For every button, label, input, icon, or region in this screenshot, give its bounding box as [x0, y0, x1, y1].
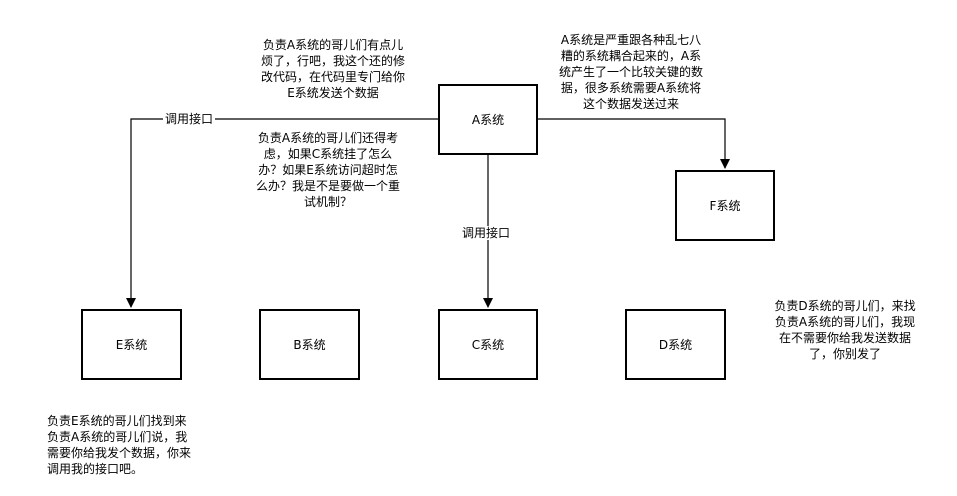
system-c-label: C系统 — [471, 338, 505, 352]
note-line: 调用我的接口吧。 — [47, 462, 144, 476]
note-line: 试机制？ — [303, 195, 352, 209]
note-line: 负责D系统的哥儿们，来找 — [774, 299, 916, 313]
system-b-box[interactable]: B系统 — [259, 309, 360, 380]
system-f-label: F系统 — [709, 199, 741, 213]
note-line: 改代码，在代码里专门给你 — [260, 70, 405, 84]
note-line: 办？如果E系统访问超时怎 — [258, 163, 398, 177]
note-line: 统产生了一个比较关键的数 — [558, 65, 703, 79]
note-line: 在不需要你给我发送数据 — [778, 331, 911, 345]
note-line: 烦了，行吧，我这个还的修 — [260, 54, 405, 68]
system-f-box[interactable]: F系统 — [675, 170, 775, 241]
note-line: 需要你给我发个数据，你来 — [47, 446, 192, 460]
note-a-worry: 负责A系统的哥儿们还得考 虑，如果C系统挂了怎么 办？如果E系统访问超时怎 么办… — [243, 130, 413, 210]
note-line: 据，很多系统需要A系统将 — [560, 81, 702, 95]
note-line: 负责A系统的哥儿们，我现 — [774, 315, 916, 329]
edge-label-a-to-c: 调用接口 — [460, 226, 513, 240]
note-line: 负责A系统的哥儿们有点儿 — [262, 38, 404, 52]
system-e-box[interactable]: E系统 — [81, 309, 182, 380]
note-line: 负责A系统的哥儿们还得考 — [257, 131, 399, 145]
system-a-box[interactable]: A系统 — [438, 84, 538, 155]
note-line: 负责A系统的哥儿们说，我 — [47, 430, 188, 444]
connector-a-to-e — [126, 118, 438, 308]
note-line: 了，你别发了 — [808, 347, 881, 361]
note-a-coupling: A系统是严重跟各种乱七八 糟的系统耦合起来的，A系 统产生了一个比较关键的数 据… — [546, 32, 716, 112]
system-a-label: A系统 — [471, 113, 505, 127]
system-d-box[interactable]: D系统 — [625, 309, 726, 380]
note-line: A系统是严重跟各种乱七八 — [560, 33, 702, 47]
note-line: 负责E系统的哥儿们找到来 — [47, 414, 187, 428]
edge-label-a-to-e: 调用接口 — [163, 112, 216, 126]
note-line: 糟的系统耦合起来的，A系 — [560, 49, 702, 63]
system-c-box[interactable]: C系统 — [438, 309, 538, 380]
note-line: 虑，如果C系统挂了怎么 — [263, 147, 393, 161]
connector-a-to-f — [538, 118, 730, 169]
note-a-annoyed: 负责A系统的哥儿们有点儿 烦了，行吧，我这个还的修 改代码，在代码里专门给你 E… — [248, 37, 418, 101]
system-b-label: B系统 — [293, 338, 326, 352]
note-line: E系统发送个数据 — [287, 86, 379, 100]
note-d-request: 负责D系统的哥儿们，来找 负责A系统的哥儿们，我现 在不需要你给我发送数据 了，… — [760, 298, 930, 362]
system-e-label: E系统 — [115, 338, 148, 352]
system-d-label: D系统 — [658, 338, 693, 352]
note-line: 么办？我是不是要做一个重 — [255, 179, 400, 193]
note-line: 这个数据发送过来 — [582, 97, 679, 111]
note-e-request: 负责E系统的哥儿们找到来 负责A系统的哥儿们说，我 需要你给我发个数据，你来 调… — [47, 413, 217, 477]
